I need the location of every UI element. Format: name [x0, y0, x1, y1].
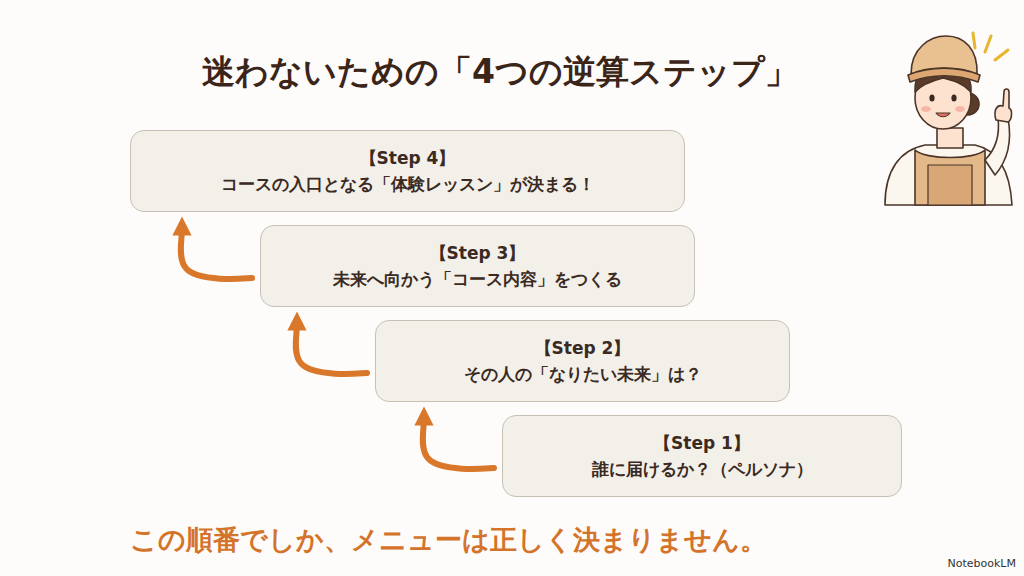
caption: この順番でしか、メニューは正しく決まりません。 [130, 522, 767, 558]
step-box: 【Step 1】誰に届けるか？（ペルソナ） [502, 415, 902, 497]
step-text: その人の「なりたい未来」は？ [464, 361, 702, 387]
watermark: NotebookLM [948, 557, 1016, 570]
step-box: 【Step 2】その人の「なりたい未来」は？ [375, 320, 790, 402]
title: 迷わないための「4つの逆算ステップ」 [0, 50, 1000, 95]
step-box: 【Step 4】コースの入口となる「体験レッスン」が決まる！ [130, 130, 685, 212]
step-arrow [181, 226, 252, 279]
step-arrow [423, 416, 494, 469]
cook-illustration [885, 33, 1012, 205]
step-text: 未来へ向かう「コース内容」をつくる [333, 266, 622, 292]
step-label: 【Step 3】 [430, 240, 526, 266]
step-arrow [296, 321, 367, 374]
step-label: 【Step 1】 [654, 430, 750, 456]
step-text: コースの入口となる「体験レッスン」が決まる！ [221, 171, 595, 197]
step-box: 【Step 3】未来へ向かう「コース内容」をつくる [260, 225, 695, 307]
step-label: 【Step 2】 [535, 335, 631, 361]
step-label: 【Step 4】 [360, 145, 456, 171]
step-text: 誰に届けるか？（ペルソナ） [592, 456, 813, 482]
